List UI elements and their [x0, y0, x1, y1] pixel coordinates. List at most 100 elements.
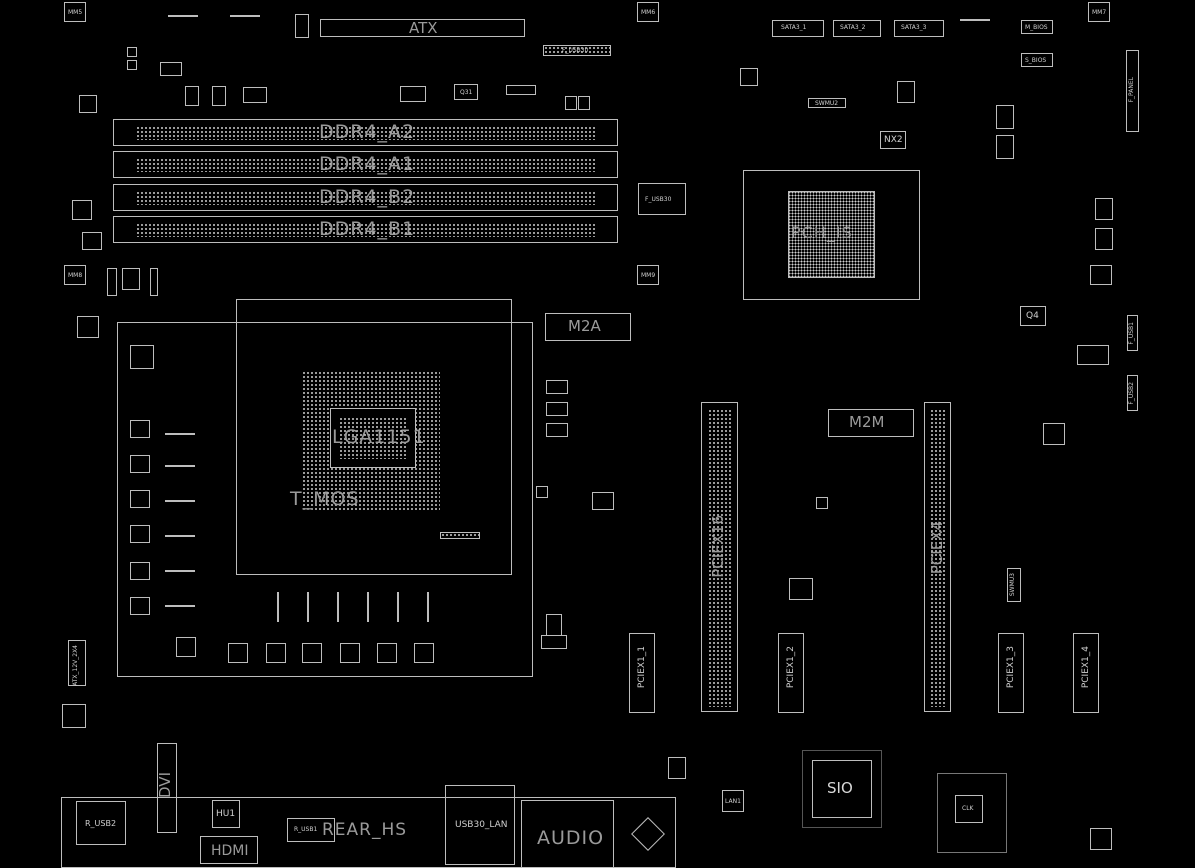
mm7-part[interactable]: MM7	[1088, 2, 1110, 22]
f-usb30-header[interactable]: F_USB30	[638, 183, 686, 215]
chip-vertical[interactable]	[295, 14, 309, 38]
vrm-controller[interactable]	[130, 345, 154, 369]
chip[interactable]	[536, 486, 548, 498]
mm9-part[interactable]: MM9	[637, 265, 659, 285]
cpu-socket-frame[interactable]	[236, 299, 512, 575]
hdmi-connector[interactable]: HDMI	[200, 836, 258, 864]
chip[interactable]	[440, 532, 480, 539]
mosfet[interactable]	[414, 643, 434, 663]
swmu2-chip[interactable]: SWMU2	[808, 98, 846, 108]
chip[interactable]	[897, 81, 915, 103]
pciex1-slot-4[interactable]: PCIEX1_4	[1073, 633, 1099, 713]
chip[interactable]	[1077, 345, 1109, 365]
mm6-part[interactable]: MM6	[637, 2, 659, 22]
pciex16-slot[interactable]: PCIEX16	[701, 402, 738, 712]
chip[interactable]	[77, 316, 99, 338]
chip[interactable]	[82, 232, 102, 250]
chip[interactable]	[107, 268, 117, 296]
f-panel-header[interactable]: F_PANEL	[1126, 50, 1139, 132]
f-usb2-header[interactable]: F_USB2	[1127, 375, 1138, 411]
mosfet[interactable]	[130, 597, 150, 615]
mosfet[interactable]	[228, 643, 248, 663]
pch-chip[interactable]: PCH_IS	[788, 191, 875, 278]
dimm-slot-b1[interactable]: DDR4_B1	[113, 216, 618, 243]
chip[interactable]	[996, 105, 1014, 129]
sata-connector-2[interactable]: SATA3_2	[833, 20, 881, 37]
chip[interactable]	[122, 268, 140, 290]
chip[interactable]	[1090, 828, 1112, 850]
mosfet[interactable]	[302, 643, 322, 663]
atx-connector[interactable]: ATX	[320, 19, 525, 37]
mosfet[interactable]	[130, 490, 150, 508]
nx2-chip[interactable]: NX2	[880, 131, 906, 149]
mm5-part[interactable]: MM5	[64, 2, 86, 22]
chip[interactable]	[185, 86, 199, 106]
chip[interactable]	[506, 85, 536, 95]
dimm-slot-a1[interactable]: DDR4_A1	[113, 151, 618, 178]
chip[interactable]	[668, 757, 686, 779]
mosfet[interactable]	[340, 643, 360, 663]
m-bios-label: M_BIOS	[1025, 24, 1048, 31]
m-bios-chip[interactable]: M_BIOS	[1021, 20, 1053, 34]
pciex1-slot-2[interactable]: PCIEX1_2	[778, 633, 804, 713]
chip[interactable]	[243, 87, 267, 103]
chip[interactable]	[565, 96, 577, 110]
r-usb1-connector[interactable]: R_USB1	[287, 818, 335, 842]
chip[interactable]	[546, 423, 568, 437]
chip[interactable]	[62, 704, 86, 728]
sio-chip[interactable]: SIO	[812, 760, 872, 818]
chip[interactable]	[578, 96, 590, 110]
dimm-slot-a2[interactable]: DDR4_A2	[113, 119, 618, 146]
s-bios-chip[interactable]: S_BIOS	[1021, 53, 1053, 67]
chip[interactable]	[160, 62, 182, 76]
f-usb1-header[interactable]: F_USB1	[1127, 315, 1138, 351]
pciex1-slot-1[interactable]: PCIEX1_1	[629, 633, 655, 713]
chip[interactable]	[789, 578, 813, 600]
chip[interactable]	[996, 135, 1014, 159]
chip[interactable]	[740, 68, 758, 86]
clk-chip[interactable]: CLK	[955, 795, 983, 823]
chip[interactable]	[400, 86, 426, 102]
chip[interactable]	[72, 200, 92, 220]
chip[interactable]	[212, 86, 226, 106]
chip[interactable]	[1095, 228, 1113, 250]
q31-transistor[interactable]: Q31	[454, 84, 478, 100]
mosfet[interactable]	[130, 525, 150, 543]
hu1-chip[interactable]: HU1	[212, 800, 240, 828]
chip[interactable]	[546, 380, 568, 394]
r-usb2-connector[interactable]: R_USB2	[76, 801, 126, 845]
f-usb30-header-top[interactable]: F_USB30	[543, 45, 611, 56]
mosfet[interactable]	[130, 455, 150, 473]
lan1-chip[interactable]: LAN1	[722, 790, 744, 812]
mosfet[interactable]	[266, 643, 286, 663]
mosfet[interactable]	[130, 420, 150, 438]
cpu-fan-header[interactable]	[541, 635, 567, 649]
mm8-part[interactable]: MM8	[64, 265, 86, 285]
chip[interactable]	[592, 492, 614, 510]
chip[interactable]	[1090, 265, 1112, 285]
pciex1-slot-3[interactable]: PCIEX1_3	[998, 633, 1024, 713]
chip[interactable]	[1043, 423, 1065, 445]
pciex4-slot[interactable]: PCIEX4	[924, 402, 951, 712]
m2m-slot[interactable]: M2M	[828, 409, 914, 437]
usb30-lan-connector[interactable]: USB30_LAN	[445, 785, 515, 865]
audio-connector[interactable]: AUDIO	[521, 800, 614, 868]
dimm-slot-b2[interactable]: DDR4_B2	[113, 184, 618, 211]
atx-12v-connector[interactable]: ATX_12V_2X4	[68, 640, 86, 686]
chip[interactable]	[1095, 198, 1113, 220]
mosfet[interactable]	[377, 643, 397, 663]
swmu3-chip[interactable]: SWMU3	[1007, 568, 1021, 602]
f-panel-label: F_PANEL	[1128, 77, 1135, 103]
sata-connector-3[interactable]: SATA3_3	[894, 20, 944, 37]
dvi-connector[interactable]: DVI	[156, 743, 177, 833]
chip[interactable]	[546, 614, 562, 636]
mosfet[interactable]	[176, 637, 196, 657]
m2a-slot[interactable]: M2A	[545, 313, 631, 341]
chip[interactable]	[816, 497, 828, 509]
q4-transistor[interactable]: Q4	[1020, 306, 1046, 326]
chip[interactable]	[546, 402, 568, 416]
chip[interactable]	[150, 268, 158, 296]
sata-connector-1[interactable]: SATA3_1	[772, 20, 824, 37]
mosfet[interactable]	[130, 562, 150, 580]
